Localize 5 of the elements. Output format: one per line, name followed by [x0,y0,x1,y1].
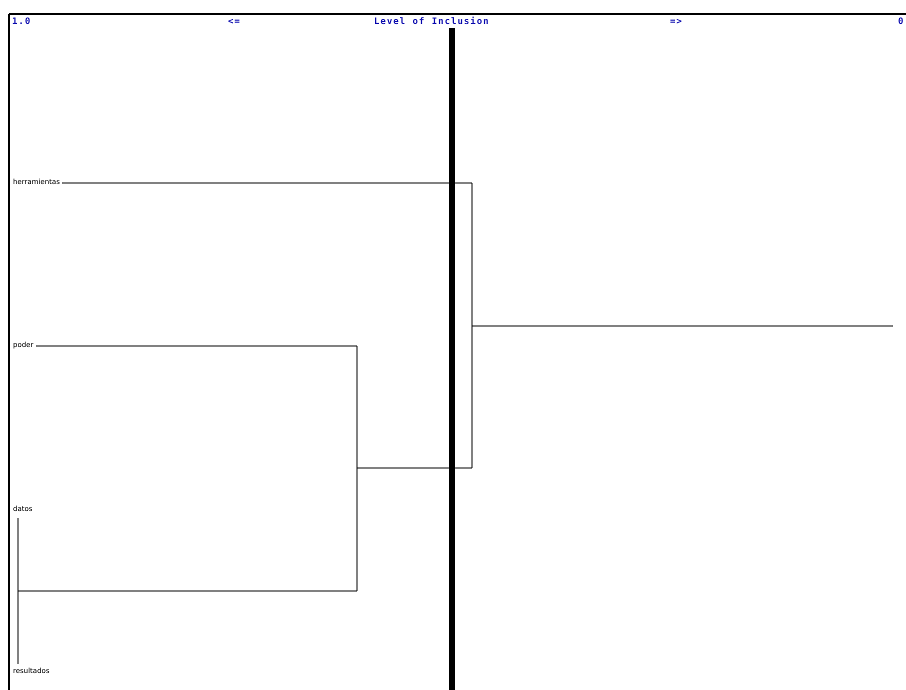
scale-value: 0 [898,18,904,27]
direction-label: <= [228,18,241,27]
direction-label: => [670,18,683,27]
axis-title: Level of Inclusion [374,18,490,27]
scale-value: 1.0 [12,18,32,27]
